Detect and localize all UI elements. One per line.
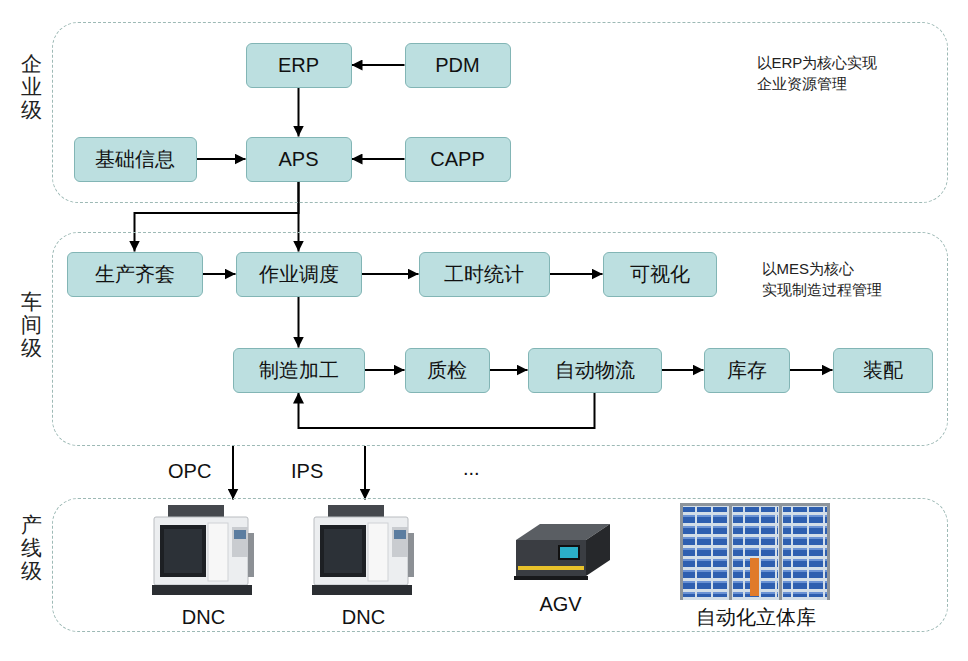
- level-heading: 产线级: [21, 513, 42, 582]
- level-band: 车间级以MES为核心 实现制造过程管理生产齐套作业调度工时统计可视化制造加工质检…: [52, 232, 948, 446]
- process-box: CAPP: [405, 137, 511, 182]
- box-label: 自动物流: [555, 357, 635, 384]
- flow-arrow: [299, 393, 595, 429]
- flow-arrow: [550, 273, 603, 275]
- level-heading: 车间级: [21, 290, 42, 359]
- cnc-machine: [152, 505, 254, 595]
- flow-arrow: [203, 273, 236, 275]
- free-label: ...: [463, 456, 480, 480]
- process-box: 制造加工: [233, 348, 365, 393]
- flow-arrow: [298, 182, 300, 252]
- flow-arrow: [364, 446, 366, 500]
- process-box: 工时统计: [419, 252, 550, 297]
- flow-arrow: [352, 64, 405, 66]
- equipment-caption: 自动化立体库: [671, 605, 841, 629]
- box-label: ERP: [278, 54, 319, 77]
- equipment-item: AGV: [501, 512, 621, 616]
- equipment-caption: AGV: [501, 592, 621, 616]
- equipment-caption: DNC: [304, 605, 424, 629]
- flow-arrow: [362, 273, 419, 275]
- process-box: PDM: [405, 43, 511, 88]
- box-label: 可视化: [630, 261, 690, 288]
- box-label: 库存: [727, 357, 767, 384]
- box-label: PDM: [435, 54, 479, 77]
- box-label: 质检: [427, 357, 467, 384]
- box-label: CAPP: [430, 148, 484, 171]
- flow-arrow: [490, 369, 528, 371]
- process-box: APS: [246, 137, 352, 182]
- process-box: 装配: [833, 348, 933, 393]
- edge-label: IPS: [291, 459, 323, 483]
- equipment-item: DNC: [304, 500, 424, 629]
- equipment-item: DNC: [144, 500, 264, 629]
- level-note: 以MES为核心 实现制造过程管理: [762, 258, 934, 302]
- flow-arrow: [352, 158, 405, 160]
- flow-arrow: [135, 182, 299, 252]
- process-box: 生产齐套: [67, 252, 203, 297]
- flow-arrow: [662, 369, 704, 371]
- box-label: 制造加工: [259, 357, 339, 384]
- level-note: 以ERP为核心实现 企业资源管理: [757, 52, 925, 96]
- process-box: 作业调度: [236, 252, 362, 297]
- edge-label: OPC: [168, 459, 211, 483]
- flow-arrow: [232, 446, 234, 500]
- cnc-machine: [312, 505, 414, 595]
- equipment-caption: DNC: [144, 605, 264, 629]
- flow-arrow: [365, 369, 405, 371]
- process-box: 可视化: [603, 252, 717, 297]
- flow-arrow: [298, 297, 300, 348]
- box-label: APS: [278, 148, 318, 171]
- box-label: 生产齐套: [95, 261, 175, 288]
- process-box: 库存: [704, 348, 790, 393]
- agv-vehicle: [514, 524, 610, 580]
- box-label: 作业调度: [259, 261, 339, 288]
- box-label: 装配: [863, 357, 903, 384]
- process-box: 基础信息: [74, 137, 197, 182]
- level-band: 产线级DNCDNCAGV自动化立体库: [52, 498, 948, 632]
- level-band: 企业级以ERP为核心实现 企业资源管理ERPPDM基础信息APSCAPP: [52, 22, 948, 203]
- process-box: ERP: [246, 43, 352, 88]
- equipment-item: 自动化立体库: [671, 500, 841, 629]
- level-heading: 企业级: [21, 52, 42, 121]
- process-box: 自动物流: [528, 348, 662, 393]
- box-label: 工时统计: [444, 261, 524, 288]
- flow-arrow: [298, 88, 300, 137]
- flow-arrow: [790, 369, 833, 371]
- automated-warehouse: [680, 503, 830, 600]
- process-box: 质检: [405, 348, 490, 393]
- box-label: 基础信息: [95, 146, 175, 173]
- flow-arrow: [197, 158, 246, 160]
